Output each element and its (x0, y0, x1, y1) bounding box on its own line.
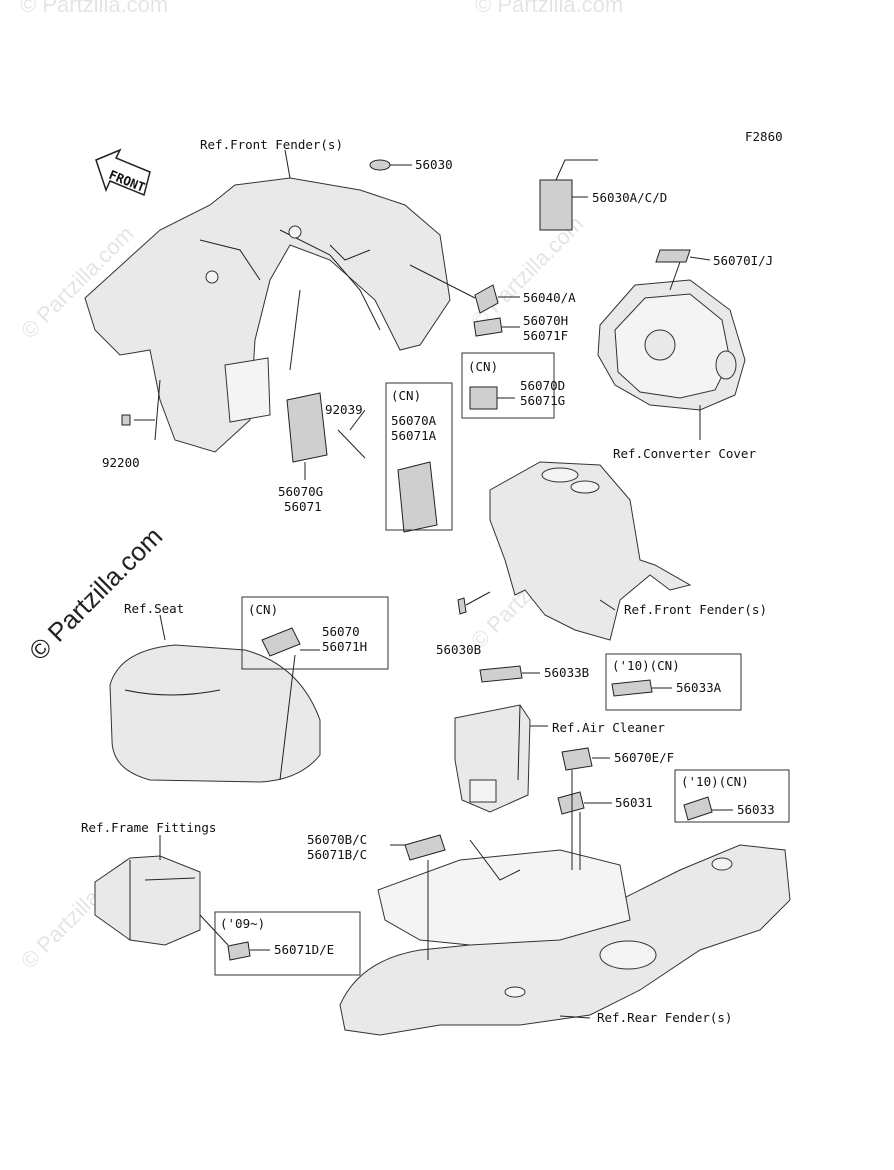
decal-56030acd (539, 159, 598, 231)
decal-56070ij (655, 249, 691, 263)
box-cn-56070a-tag: (CN) (391, 388, 421, 403)
decal-56070d (469, 386, 498, 410)
figure-code: F2860 (745, 129, 783, 144)
box-10cn-56033a-line1: 56033A (676, 680, 722, 695)
front-fender-drawing (84, 177, 451, 453)
rear-fender-drawing (339, 839, 791, 1036)
box-cn-56070a-line1: 56070A (391, 413, 437, 428)
part-label-56070ef: 56070E/F (614, 750, 674, 765)
part-92039 (337, 429, 366, 459)
part-label-56070ij: 56070I/J (713, 253, 773, 268)
decal-56033b (479, 665, 523, 683)
air-cleaner-drawing (454, 704, 531, 813)
box-cn-56070 (241, 596, 389, 670)
part-label-56071: 56071 (284, 499, 322, 514)
front-arrow-icon: FRONT (95, 148, 151, 197)
box-cn-56070-line1: 56070 (322, 624, 360, 639)
part-label-56070g: 56070G (278, 484, 323, 499)
ref-frame-fittings: Ref.Frame Fittings (81, 820, 216, 835)
part-label-56033b: 56033B (544, 665, 589, 680)
box-10cn-56033a (605, 653, 742, 711)
decal-56033 (683, 796, 713, 821)
part-label-56071f: 56071F (523, 328, 568, 343)
part-92200 (121, 414, 131, 426)
decal-56071de (227, 941, 251, 961)
box-cn-56070-line2: 56071H (322, 639, 367, 654)
box-09-56071de-tag: ('09~) (220, 916, 265, 931)
ref-front-fender-top: Ref.Front Fender(s) (200, 137, 343, 152)
decal-56070g (286, 392, 328, 463)
decal-56070a (397, 461, 438, 533)
decal-56031 (557, 791, 585, 815)
box-cn-56070d-tag: (CN) (468, 359, 498, 374)
ref-rear-fender: Ref.Rear Fender(s) (597, 1010, 732, 1025)
ref-seat: Ref.Seat (124, 601, 184, 616)
box-10cn-56033 (674, 769, 790, 823)
converter-cover-drawing (597, 279, 746, 411)
part-label-92039: 92039 (325, 402, 363, 417)
part-label-56030acd: 56030A/C/D (592, 190, 667, 205)
box-10cn-56033-line1: 56033 (737, 802, 775, 817)
decal-56033a (611, 679, 653, 697)
box-10cn-56033-tag: ('10)(CN) (681, 774, 749, 789)
box-cn-56070d-line2: 56071G (520, 393, 565, 408)
box-cn-56070a-line2: 56071A (391, 428, 437, 443)
part-label-56070h: 56070H (523, 313, 568, 328)
box-09-56071de-line1: 56071D/E (274, 942, 334, 957)
decal-56070h (473, 317, 503, 337)
decal-56030 (369, 159, 391, 171)
watermark-top-mid: © Partzilla.com (475, 0, 623, 17)
ref-air-cleaner: Ref.Air Cleaner (552, 720, 665, 735)
boxes (214, 352, 790, 976)
box-cn-56070-tag: (CN) (248, 602, 278, 617)
frame-fittings-drawing (94, 855, 201, 946)
part-label-56030: 56030 (415, 157, 453, 172)
part-label-56071bc: 56071B/C (307, 847, 367, 862)
part-label-56070bc: 56070B/C (307, 832, 367, 847)
ref-front-fender-mid: Ref.Front Fender(s) (624, 602, 767, 617)
decal-56070bc (404, 834, 446, 861)
box-cn-56070d-line1: 56070D (520, 378, 565, 393)
watermark-big: © Partzilla.com (23, 521, 168, 666)
decal-56030b (457, 597, 467, 615)
ref-converter-cover: Ref.Converter Cover (613, 446, 756, 461)
seat-drawing (109, 644, 321, 783)
part-label-56030b: 56030B (436, 642, 481, 657)
part-label-56040a: 56040/A (523, 290, 576, 305)
front-fender-mid-drawing (489, 461, 692, 641)
decal-56040a (474, 284, 499, 314)
leader-lines (134, 149, 733, 1019)
decal-56070 (261, 627, 301, 657)
box-cn-56070d (461, 352, 555, 419)
decal-56070ef (561, 747, 593, 771)
part-label-56031: 56031 (615, 795, 653, 810)
box-09-56071de (214, 911, 361, 976)
part-label-92200: 92200 (102, 455, 140, 470)
watermark-top-left: © Partzilla.com (20, 0, 168, 17)
box-cn-56070a (385, 382, 453, 531)
box-10cn-56033a-tag: ('10)(CN) (612, 658, 680, 673)
